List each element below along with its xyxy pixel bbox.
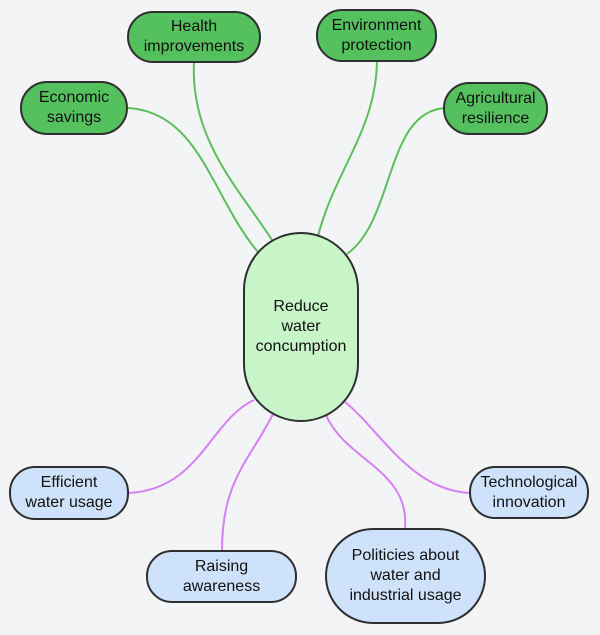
link-technological-innovation — [344, 401, 471, 494]
node-technological-innovation[interactable]: Technological innovation — [469, 466, 589, 519]
link-efficient-water-usage — [127, 399, 255, 494]
link-environment-protection — [317, 60, 378, 237]
node-health-improvements[interactable]: Health improvements — [127, 11, 261, 63]
link-policies — [325, 414, 407, 529]
node-environment-protection[interactable]: Environment protection — [316, 9, 437, 62]
node-economic-savings[interactable]: Economic savings — [20, 81, 128, 135]
link-economic-savings — [127, 107, 259, 253]
link-raising-awareness — [221, 413, 274, 551]
node-central-topic[interactable]: Reduce water concumption — [243, 232, 359, 422]
link-health-improvements — [192, 61, 273, 241]
node-efficient-water-usage[interactable]: Efficient water usage — [9, 466, 129, 520]
link-agricultural-resilience — [346, 107, 446, 255]
node-agricultural-resilience[interactable]: Agricultural resilience — [443, 82, 548, 135]
node-policies-water-industrial[interactable]: Politicies about water and industrial us… — [325, 528, 486, 624]
node-raising-awareness[interactable]: Raising awareness — [146, 550, 297, 603]
